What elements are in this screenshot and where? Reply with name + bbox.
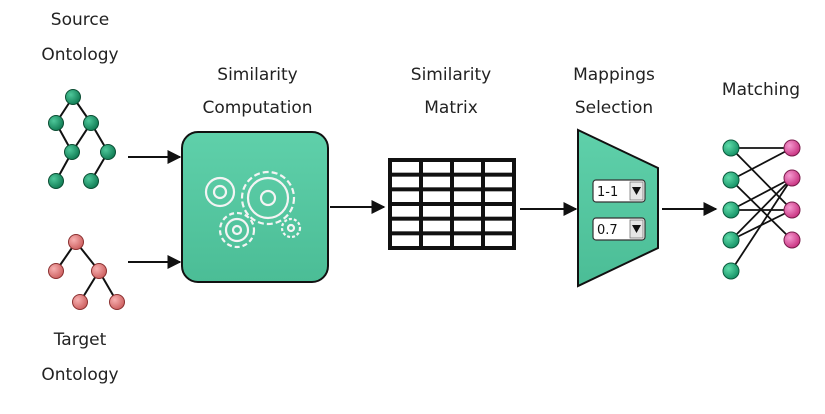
- similarity-computation-label-line1: Similarity: [217, 65, 298, 85]
- matching-left-node: [722, 139, 740, 157]
- matching-left-node: [722, 262, 740, 280]
- target-node: [68, 234, 84, 250]
- threshold-value: 0.7: [597, 223, 618, 238]
- matrix-cell: [485, 191, 512, 202]
- matrix-cell: [392, 162, 419, 173]
- source-ontology-nodes: [48, 89, 116, 189]
- mappings-selection-funnel: 1-1 0.7: [577, 128, 659, 288]
- matrix-cell: [392, 235, 419, 246]
- matrix-cell: [423, 191, 450, 202]
- target-node: [109, 294, 125, 310]
- matrix-cell: [485, 176, 512, 188]
- matching-label: Matching: [721, 80, 801, 100]
- matrix-cell: [454, 235, 481, 246]
- target-node: [91, 263, 107, 279]
- matching-left-node: [722, 171, 740, 189]
- matrix-cell: [392, 220, 419, 232]
- similarity-computation-label-line2: Computation: [202, 98, 313, 118]
- mappings-selection-label-line1: Mappings: [573, 65, 655, 85]
- matrix-cell: [423, 220, 450, 232]
- dropdown-arrow-icon: [632, 225, 641, 233]
- gears-icon: [204, 170, 302, 249]
- matrix-cell: [485, 220, 512, 232]
- source-node: [64, 144, 80, 160]
- matrix-cell: [392, 191, 419, 202]
- matrix-cell: [423, 235, 450, 246]
- similarity-matrix-label-line2: Matrix: [424, 98, 478, 118]
- matrix-cell: [454, 206, 481, 217]
- matrix-cell: [485, 162, 512, 173]
- matching-left-node: [722, 231, 740, 249]
- mappings-selection-label-line2: Selection: [574, 98, 654, 118]
- matrix-cell: [423, 176, 450, 188]
- source-label-line1: Source: [50, 10, 110, 30]
- target-label-line1: Target: [53, 330, 107, 350]
- matrix-cell: [485, 206, 512, 217]
- matrix-cell: [392, 176, 419, 188]
- source-node: [48, 115, 64, 131]
- similarity-matrix-label-line1: Similarity: [410, 65, 492, 85]
- source-ontology-tree: [55, 96, 109, 182]
- source-node: [83, 115, 99, 131]
- cardinality-select[interactable]: 1-1: [592, 179, 646, 203]
- target-node: [72, 294, 88, 310]
- matching-right-node: [783, 201, 801, 219]
- matrix-cell: [485, 235, 512, 246]
- matrix-cell: [454, 220, 481, 232]
- source-node: [83, 173, 99, 189]
- matrix-cell: [454, 191, 481, 202]
- dropdown-arrow-icon: [632, 187, 641, 195]
- cardinality-value: 1-1: [597, 185, 618, 200]
- threshold-select[interactable]: 0.7: [592, 217, 646, 241]
- source-node: [100, 144, 116, 160]
- source-node: [65, 89, 81, 105]
- target-label-line2: Ontology: [41, 365, 119, 385]
- target-node: [48, 263, 64, 279]
- similarity-computation-panel: [181, 131, 329, 283]
- matching-right-nodes: [783, 139, 801, 249]
- matrix-cell: [454, 176, 481, 188]
- matrix-cell: [392, 206, 419, 217]
- target-ontology-nodes: [48, 234, 125, 310]
- matching-right-node: [783, 169, 801, 187]
- matching-left-nodes: [722, 139, 740, 280]
- flow-arrows: [128, 150, 718, 269]
- source-label-line2: Ontology: [41, 45, 119, 65]
- similarity-matrix-grid: [388, 158, 516, 250]
- matrix-cell: [454, 162, 481, 173]
- matching-left-node: [722, 201, 740, 219]
- matching-right-node: [783, 139, 801, 157]
- target-ontology-tree: [55, 241, 118, 303]
- matrix-cell: [423, 162, 450, 173]
- matrix-cell: [423, 206, 450, 217]
- source-node: [48, 173, 64, 189]
- matching-edges: [730, 147, 793, 272]
- matrix-frame: [388, 158, 516, 250]
- matching-right-node: [783, 231, 801, 249]
